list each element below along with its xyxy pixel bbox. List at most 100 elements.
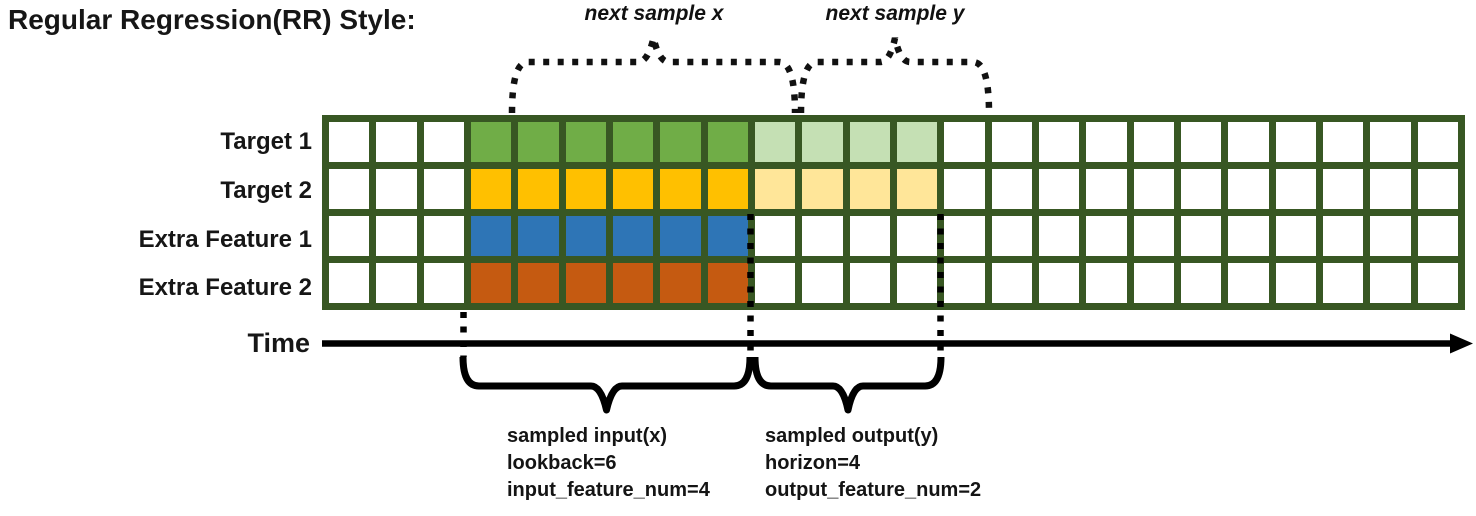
grid-cell-empty	[1275, 169, 1316, 209]
grid-cell-input	[612, 169, 654, 209]
grid-cell-output	[896, 263, 938, 303]
grid-cell-empty	[1417, 263, 1458, 303]
grid-cell-empty	[329, 169, 370, 209]
grid-cell-output	[896, 122, 938, 162]
grid-cell-input	[518, 263, 559, 303]
grid-cell-empty	[1228, 216, 1269, 256]
diagram-title: Regular Regression(RR) Style:	[8, 4, 416, 35]
grid-cell-input	[660, 122, 701, 162]
grid-cell-empty	[376, 169, 417, 209]
next-sample-x-label: next sample x	[584, 2, 724, 25]
grid-cell-empty	[1133, 122, 1174, 162]
grid-cell-input	[565, 216, 606, 256]
grid-cell-empty	[944, 263, 985, 303]
grid-cell-empty	[1086, 263, 1127, 303]
time-axis-label: Time	[247, 328, 310, 358]
grid-cell-empty	[1038, 216, 1080, 256]
grid-cell-empty	[1228, 169, 1269, 209]
grid-cell-empty	[329, 216, 370, 256]
grid-cell-output	[802, 122, 843, 162]
grid-cell-output	[849, 216, 890, 256]
grid-cell-empty	[1180, 122, 1222, 162]
grid-cell-empty	[1228, 122, 1269, 162]
grid-cell-output	[754, 263, 796, 303]
grid-cell-empty	[991, 263, 1032, 303]
grid-cell-input	[707, 263, 748, 303]
grid-cell-empty	[1322, 122, 1364, 162]
grid-cell-empty	[1370, 216, 1411, 256]
grid-cell-empty	[1322, 169, 1364, 209]
grid-cell-empty	[1275, 216, 1316, 256]
grid-cell-empty	[1180, 263, 1222, 303]
grid-cell-input	[612, 216, 654, 256]
grid-cell-input	[707, 122, 748, 162]
grid-cell-empty	[329, 122, 370, 162]
grid-cell-empty	[1038, 263, 1080, 303]
grid-cell-input	[612, 122, 654, 162]
grid-cell-empty	[991, 216, 1032, 256]
input-feature-num: input_feature_num=4	[507, 479, 710, 501]
grid-cell-empty	[1133, 263, 1174, 303]
grid-cell-empty	[1322, 216, 1364, 256]
sampled-output-title: sampled output(y)	[765, 425, 939, 447]
sampled-input-annotation: sampled input(x) lookback=6 input_featur…	[507, 423, 710, 504]
grid-cell-input	[612, 263, 654, 303]
grid-cell-empty	[1038, 122, 1080, 162]
grid-cell-empty	[944, 122, 985, 162]
grid-cell-empty	[1275, 263, 1316, 303]
output-feature-num: output_feature_num=2	[765, 479, 982, 501]
sampled-output-brace	[751, 356, 945, 414]
grid-cell-output	[802, 216, 843, 256]
sampled-input-title: sampled input(x)	[507, 425, 668, 447]
grid-cell-input	[518, 216, 559, 256]
next-sample-y-label: next sample y	[825, 2, 965, 25]
grid-cell-empty	[1038, 169, 1080, 209]
grid-cell-empty	[1086, 169, 1127, 209]
sampled-output-annotation: sampled output(y) horizon=4 output_featu…	[765, 423, 981, 504]
grid-cell-empty	[376, 263, 417, 303]
grid-cell-input	[660, 263, 701, 303]
grid-cell-empty	[1133, 169, 1174, 209]
grid-cell-input	[518, 169, 559, 209]
grid-cell-output	[896, 169, 938, 209]
grid-cell-empty	[991, 122, 1032, 162]
grid-cell-output	[849, 169, 890, 209]
grid-cell-empty	[1133, 216, 1174, 256]
grid-cell-empty	[1180, 169, 1222, 209]
grid-cell-empty	[1370, 122, 1411, 162]
grid-cell-input	[518, 122, 559, 162]
grid-cell-input	[660, 216, 701, 256]
grid-cell-empty	[1417, 216, 1458, 256]
lookback-value: lookback=6	[507, 452, 617, 474]
time-axis-arrow	[322, 333, 1473, 354]
next-sample-y-brace	[797, 37, 993, 114]
sampled-input-brace	[459, 356, 754, 414]
grid-cell-input	[565, 122, 606, 162]
grid-cell-empty	[991, 169, 1032, 209]
grid-cell-output	[754, 216, 796, 256]
grid-cell-input	[565, 169, 606, 209]
grid-cell-empty	[423, 122, 464, 162]
grid-cell-output	[754, 169, 796, 209]
grid-cell-empty	[423, 216, 464, 256]
sample-grid	[322, 115, 1465, 310]
grid-cell-empty	[1228, 263, 1269, 303]
grid-cell-empty	[329, 263, 370, 303]
grid-cell-empty	[376, 216, 417, 256]
grid-cell-input	[660, 169, 701, 209]
grid-cell-output	[849, 122, 890, 162]
grid-cell-input	[470, 216, 512, 256]
grid-cell-empty	[376, 122, 417, 162]
grid-cell-empty	[423, 169, 464, 209]
grid-cell-empty	[1275, 122, 1316, 162]
grid-cell-output	[802, 169, 843, 209]
grid-cell-empty	[1322, 263, 1364, 303]
grid-cell-empty	[1180, 216, 1222, 256]
grid-cell-output	[849, 263, 890, 303]
grid-cell-input	[470, 263, 512, 303]
grid-cell-input	[707, 169, 748, 209]
grid-cell-input	[565, 263, 606, 303]
grid-cell-output	[754, 122, 796, 162]
row-label-extra-feature-2: Extra Feature 2	[138, 274, 312, 302]
